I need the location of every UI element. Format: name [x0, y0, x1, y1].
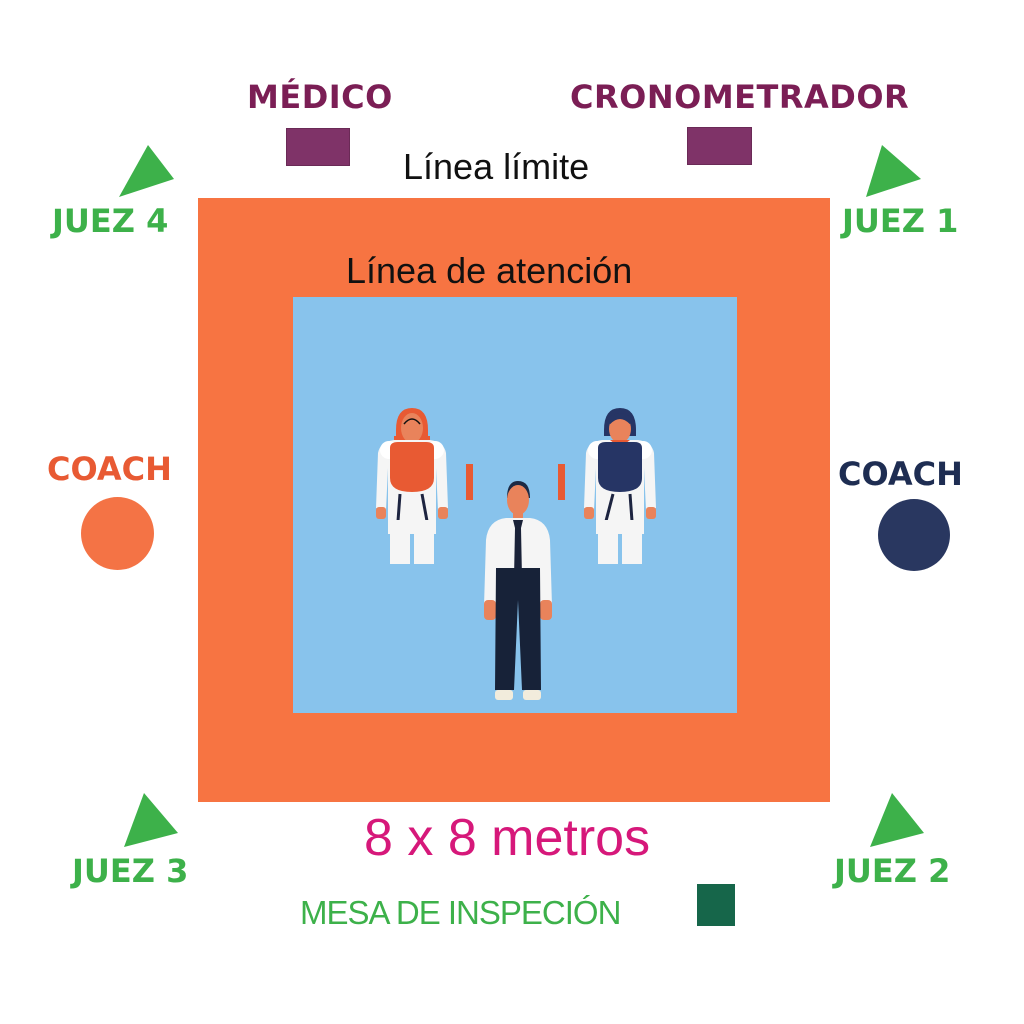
- medico-label: MÉDICO: [247, 78, 393, 116]
- judge-3-marker-icon: [124, 793, 180, 849]
- blue-coach-position: [878, 499, 950, 571]
- red-start-mark: [466, 464, 473, 500]
- judge-4-marker-icon: [118, 145, 178, 200]
- medico-table: [286, 128, 350, 166]
- inspection-table-marker: [697, 884, 735, 926]
- cronometrador-label: CRONOMETRADOR: [570, 78, 910, 116]
- attention-line-label: Línea de atención: [346, 250, 633, 291]
- cronometrador-table: [687, 127, 752, 165]
- red-coach-position: [81, 497, 154, 570]
- court-dimensions-label: 8 x 8 metros: [364, 809, 651, 867]
- judge-2-marker-icon: [870, 793, 926, 849]
- referee-figure: [480, 480, 556, 704]
- red-competitor-figure: [372, 408, 452, 568]
- blue-coach-label: COACH: [838, 455, 963, 493]
- judge-2-label: JUEZ 2: [834, 852, 951, 890]
- boundary-line-label: Línea límite: [403, 146, 590, 187]
- judge-4-label: JUEZ 4: [52, 202, 169, 240]
- inspection-table-label: MESA DE INSPECIÓN: [300, 894, 621, 931]
- blue-start-mark: [558, 464, 565, 500]
- red-coach-label: COACH: [47, 450, 172, 488]
- judge-1-marker-icon: [865, 145, 925, 200]
- blue-competitor-figure: [580, 408, 660, 568]
- judge-3-label: JUEZ 3: [72, 852, 189, 890]
- judge-1-label: JUEZ 1: [842, 202, 959, 240]
